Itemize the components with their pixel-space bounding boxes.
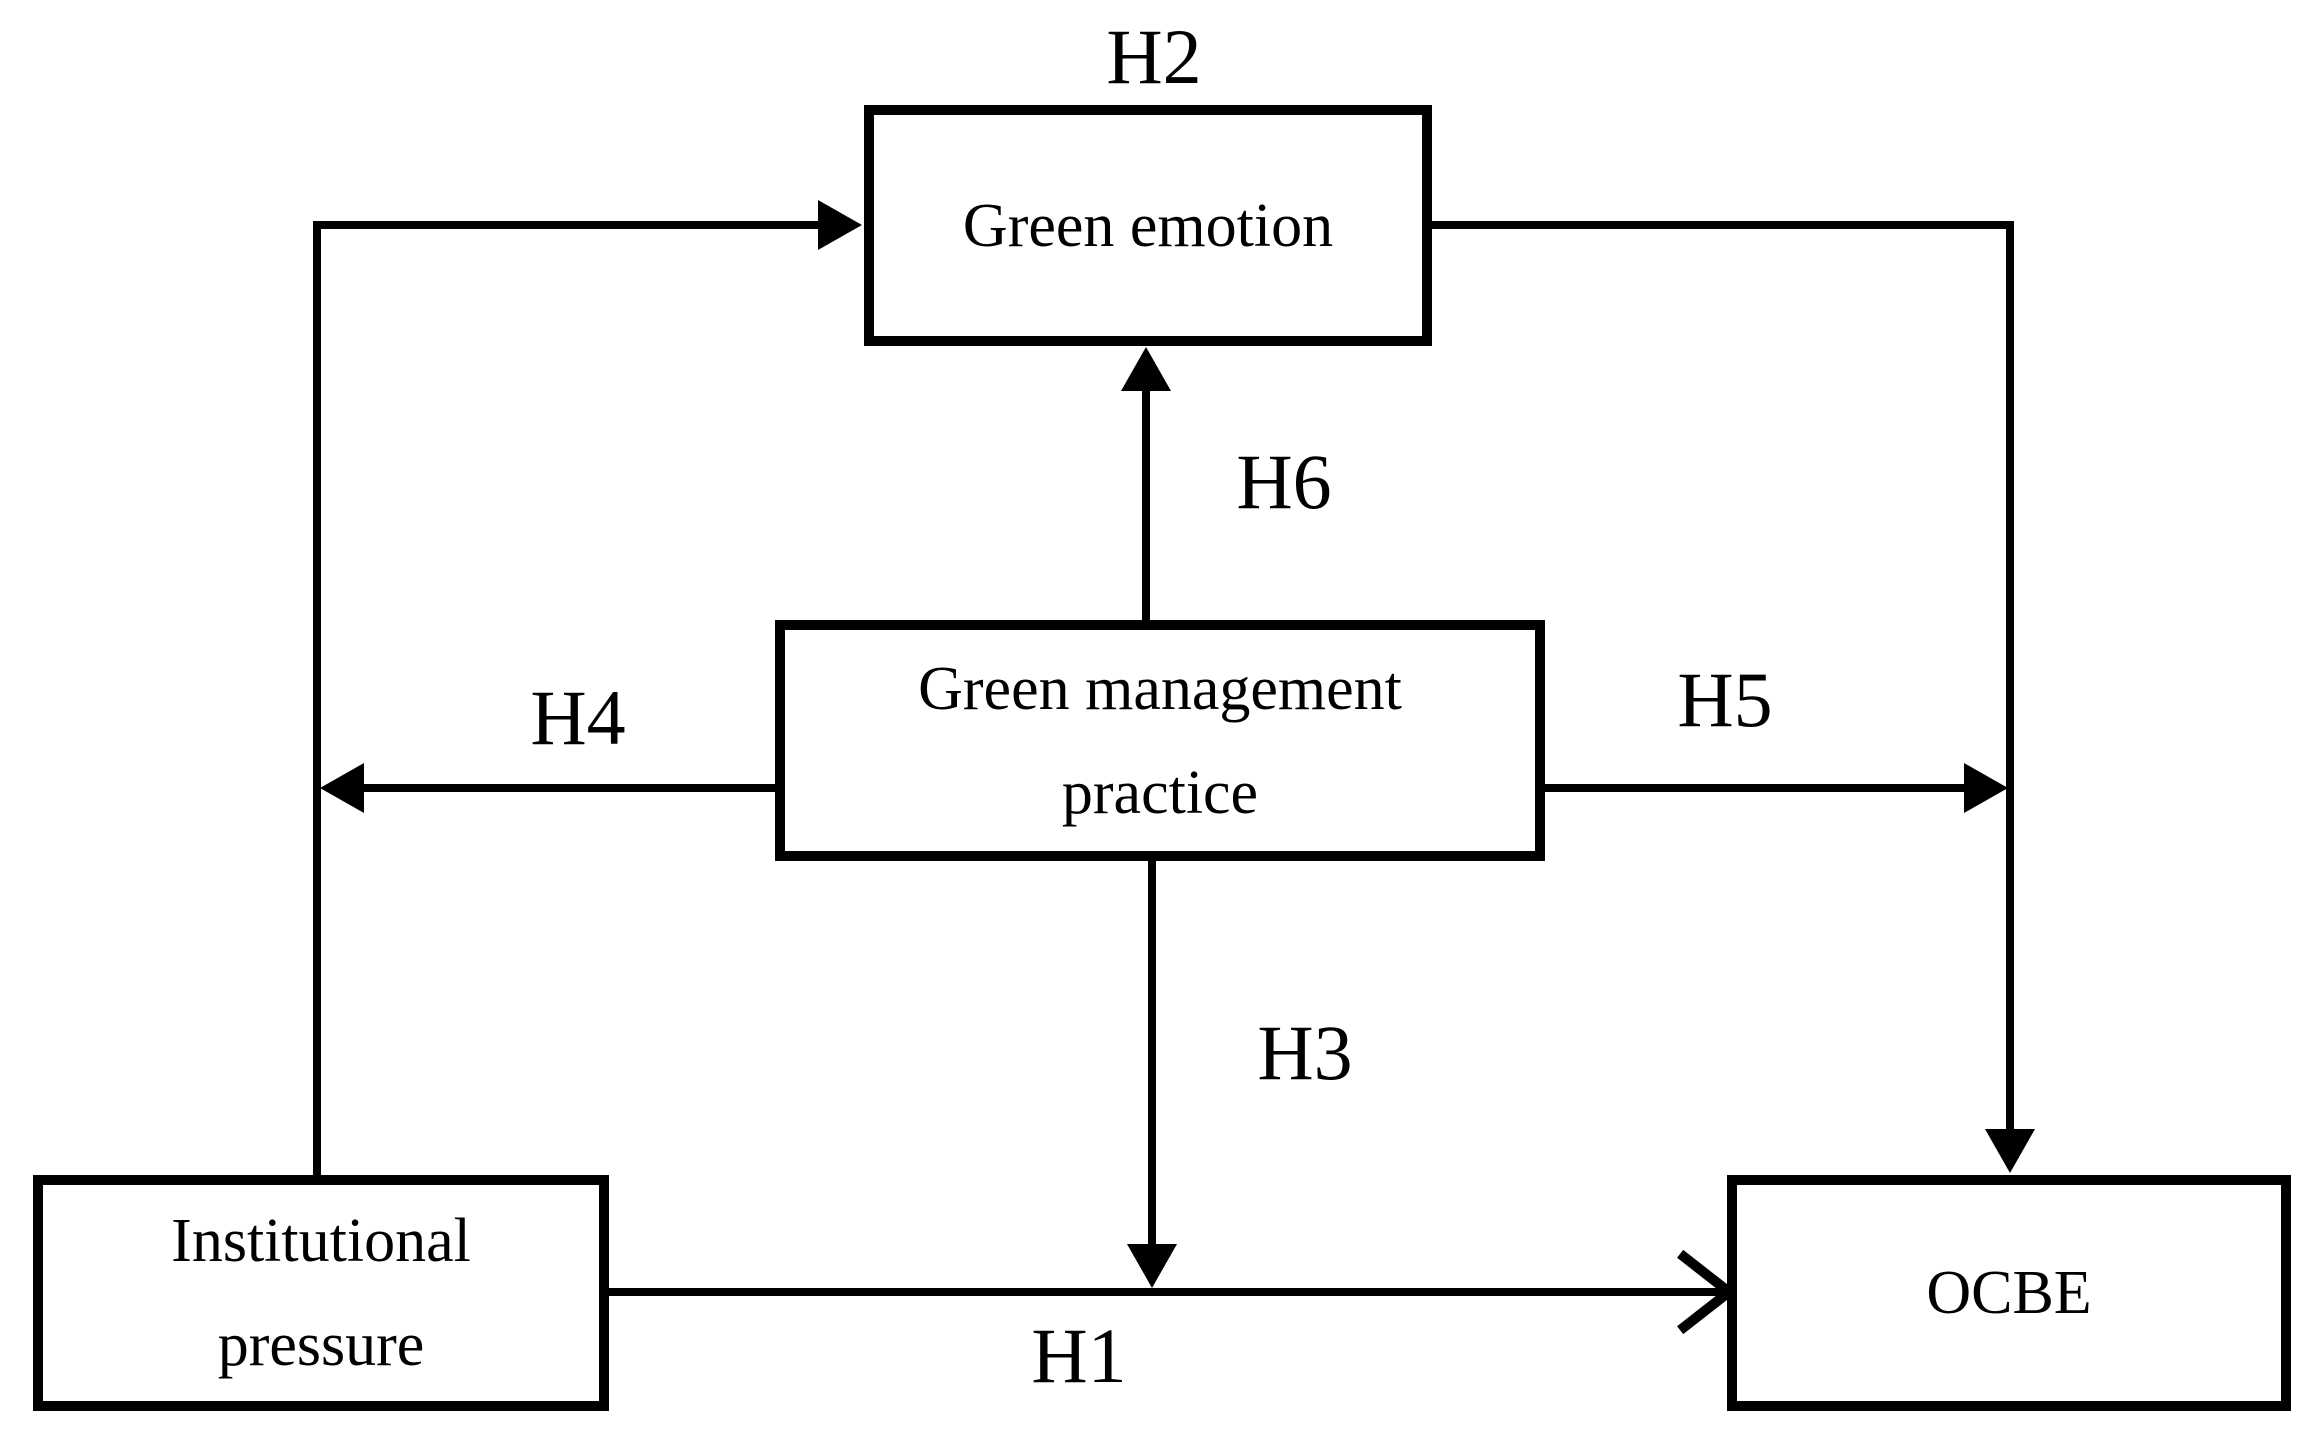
label-h5: H5 bbox=[1677, 656, 1773, 743]
node-green-management-practice-label-line2: practice bbox=[1061, 758, 1259, 827]
node-institutional-pressure: Institutional pressure bbox=[33, 1175, 609, 1411]
label-h2: H2 bbox=[1106, 13, 1202, 100]
connector-h6-vertical bbox=[1142, 390, 1150, 622]
arrowhead-h3-down-icon bbox=[1127, 1244, 1177, 1288]
connector-green-emotion-to-right-horizontal bbox=[1432, 221, 2014, 229]
node-green-emotion: Green emotion bbox=[864, 105, 1432, 346]
node-green-management-practice: Green management practice bbox=[775, 620, 1545, 861]
connector-right-vertical-to-ocbe bbox=[2006, 221, 2014, 1131]
arrowhead-h4-left-icon bbox=[320, 763, 364, 813]
node-green-management-practice-label-line1: Green management bbox=[918, 654, 1402, 723]
connector-h2-horizontal bbox=[313, 221, 820, 229]
connector-h1-horizontal bbox=[608, 1288, 1727, 1296]
node-ocbe-label: OCBE bbox=[1926, 1259, 2092, 1327]
label-h3: H3 bbox=[1257, 1009, 1353, 1096]
label-h1: H1 bbox=[1031, 1312, 1127, 1399]
connector-h5-horizontal bbox=[1545, 784, 1965, 792]
node-institutional-pressure-label-line2: pressure bbox=[217, 1311, 425, 1379]
connector-h3-vertical bbox=[1148, 859, 1156, 1245]
arrowhead-h6-up-icon bbox=[1121, 347, 1171, 391]
connector-institutional-to-h2-vertical bbox=[313, 221, 321, 1175]
arrowhead-into-ocbe-top-icon bbox=[1985, 1129, 2035, 1173]
node-institutional-pressure-label-line1: Institutional bbox=[171, 1207, 471, 1275]
arrowhead-h5-right-icon bbox=[1964, 763, 2008, 813]
connector-h4-horizontal bbox=[362, 784, 775, 792]
node-ocbe: OCBE bbox=[1727, 1175, 2291, 1411]
arrowhead-into-green-emotion-icon bbox=[818, 200, 862, 250]
label-h6: H6 bbox=[1236, 438, 1332, 525]
node-green-emotion-label: Green emotion bbox=[962, 191, 1334, 260]
label-h4: H4 bbox=[530, 674, 626, 761]
